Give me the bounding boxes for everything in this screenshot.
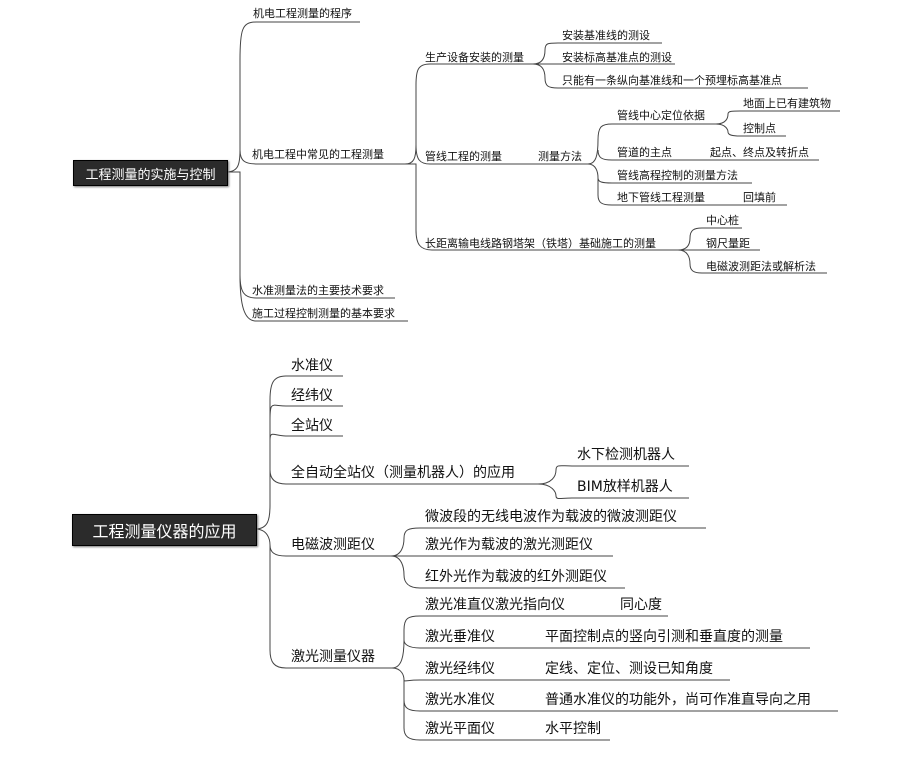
node-install-elevation: 安装标高基准点的测设 bbox=[562, 51, 672, 64]
node-before-backfill: 回填前 bbox=[743, 191, 776, 204]
node-single-baseline: 只能有一条纵向基准线和一个预埋标高基准点 bbox=[562, 74, 782, 87]
node-install-baseline: 安装基准线的测设 bbox=[562, 29, 650, 42]
node-bim-robot: BIM放样机器人 bbox=[577, 479, 673, 495]
node-em-rangefinder: 电磁波测距仪 bbox=[291, 537, 375, 553]
node-auto-total-station: 全自动全站仪（测量机器人）的应用 bbox=[291, 465, 515, 481]
node-level-description: 普通水准仪的功能外，尚可作准直导向之用 bbox=[545, 692, 811, 708]
node-measurement-method: 测量方法 bbox=[538, 150, 582, 163]
node-construction-control: 施工过程控制测量的基本要求 bbox=[252, 307, 395, 320]
node-laser-collimator: 激光准直仪激光指向仪 bbox=[425, 597, 565, 613]
node-leveling-requirements: 水准测量法的主要技术要求 bbox=[252, 284, 384, 297]
node-steel-tape: 钢尺量距 bbox=[706, 237, 750, 250]
node-start-end-turn: 起点、终点及转折点 bbox=[710, 146, 809, 159]
node-common-measurement: 机电工程中常见的工程测量 bbox=[252, 148, 384, 161]
node-laser-theodolite: 激光经纬仪 bbox=[425, 661, 495, 677]
node-tower-foundation: 长距离输电线路钢塔架（铁塔）基础施工的测量 bbox=[425, 237, 656, 250]
node-level: 水准仪 bbox=[291, 358, 333, 374]
node-plumb-description: 平面控制点的竖向引测和垂直度的测量 bbox=[545, 629, 783, 645]
node-laser-level: 激光水准仪 bbox=[425, 692, 495, 708]
node-main-points: 管道的主点 bbox=[617, 146, 672, 159]
node-center-stake: 中心桩 bbox=[706, 214, 739, 227]
node-plane-description: 水平控制 bbox=[545, 721, 601, 737]
node-theodolite: 经纬仪 bbox=[291, 388, 333, 404]
node-theodolite-description: 定线、定位、测设已知角度 bbox=[545, 661, 713, 677]
node-control-point: 控制点 bbox=[743, 122, 776, 135]
node-underground-pipeline: 地下管线工程测量 bbox=[617, 191, 705, 204]
node-center-basis: 管线中心定位依据 bbox=[617, 109, 705, 122]
node-equipment-measurement: 生产设备安装的测量 bbox=[425, 51, 524, 64]
node-microwave-rangefinder: 微波段的无线电波作为载波的微波测距仪 bbox=[425, 509, 677, 525]
node-pipeline-measurement: 管线工程的测量 bbox=[425, 150, 502, 163]
node-existing-buildings: 地面上已有建筑物 bbox=[743, 97, 831, 110]
root-node-measurement-control: 工程测量的实施与控制 bbox=[73, 160, 228, 186]
node-underwater-robot: 水下检测机器人 bbox=[577, 447, 675, 463]
node-procedure: 机电工程测量的程序 bbox=[253, 7, 352, 20]
root-node-instrument-application: 工程测量仪器的应用 bbox=[72, 514, 257, 546]
node-em-distance-method: 电磁波测距法或解析法 bbox=[706, 260, 816, 273]
node-laser-plumb: 激光垂准仪 bbox=[425, 629, 495, 645]
node-total-station: 全站仪 bbox=[291, 418, 333, 434]
node-laser-plane: 激光平面仪 bbox=[425, 721, 495, 737]
node-infrared-rangefinder: 红外光作为载波的红外测距仪 bbox=[425, 569, 607, 585]
node-elevation-control: 管线高程控制的测量方法 bbox=[617, 169, 738, 182]
node-laser-rangefinder: 激光作为载波的激光测距仪 bbox=[425, 537, 593, 553]
node-laser-instruments: 激光测量仪器 bbox=[291, 649, 375, 665]
node-concentricity: 同心度 bbox=[620, 597, 662, 613]
